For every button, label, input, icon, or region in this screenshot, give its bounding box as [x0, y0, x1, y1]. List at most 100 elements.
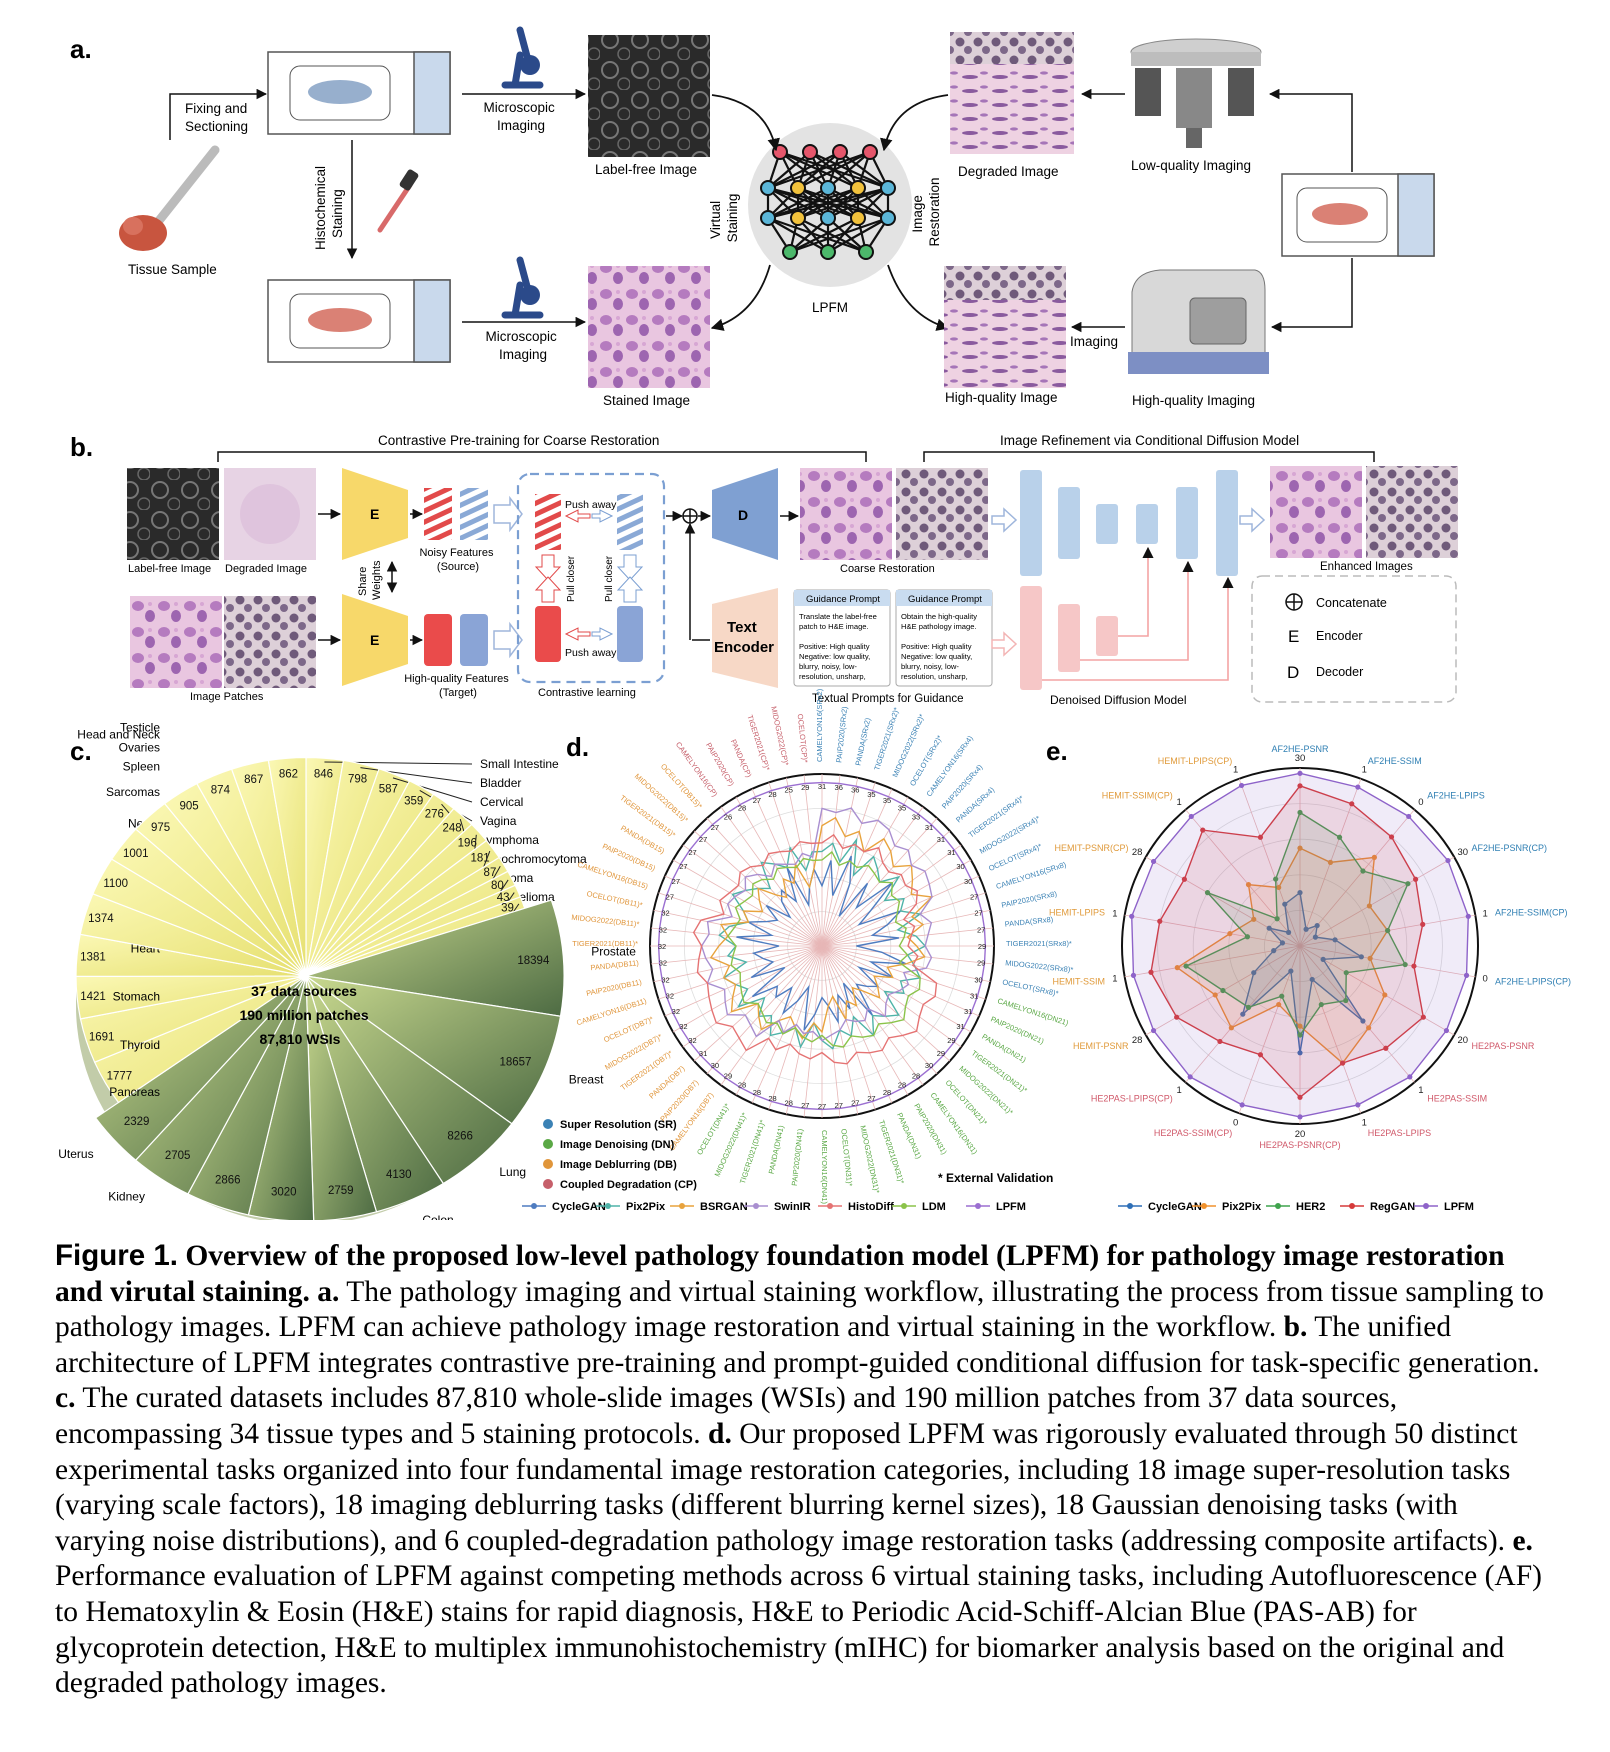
pie-slice [94, 975, 307, 1161]
radar-series-cyclegan [736, 855, 907, 1031]
pie-value-label: 43 [497, 892, 510, 904]
legend-e-letter: E [1288, 627, 1299, 646]
radar-axis-label: PAIP2020(DN41) [790, 1128, 805, 1187]
label-free-image [588, 35, 710, 157]
caption-a-label: a. [317, 1275, 340, 1308]
pie-value-label: 359 [404, 795, 423, 807]
radar-axis-label: HEMIT-LPIPS(CP) [1158, 756, 1233, 766]
radar-point [1212, 992, 1218, 998]
degraded-label: Degraded Image [958, 164, 1059, 179]
radar-point [1332, 937, 1338, 943]
contrastive-box [516, 472, 666, 684]
radar-point [1273, 876, 1279, 882]
high-quality-image-top [944, 266, 1066, 300]
radar-point [1303, 926, 1309, 932]
network-node [850, 180, 866, 196]
radar-axis-label: MIDOG2022(DN31)* [858, 1125, 881, 1195]
radar-axis-label: HEMIT-SSIM [1052, 976, 1105, 986]
virtual-staining-label: Virtual Staining [708, 194, 740, 243]
decoder-letter: D [738, 507, 748, 523]
radar-tick-label: 31 [818, 782, 826, 791]
degraded-image-top [950, 32, 1074, 64]
pie-slice [305, 975, 562, 1125]
radar-point [1282, 901, 1288, 907]
pie-value-label: 2329 [124, 1116, 150, 1128]
noisy-feature-blue [460, 488, 488, 540]
radar-tick-label: 26 [724, 813, 732, 822]
pie-value-label: 587 [379, 783, 398, 795]
radar-tick-label: 28 [768, 1094, 776, 1103]
pie-value-label: 248 [442, 822, 461, 834]
b-label-free-label: Label-free Image [128, 563, 211, 575]
pie-category-label: Lung [499, 1165, 526, 1179]
radar-point [1251, 970, 1257, 976]
pull-closer-2: Pull closer [604, 555, 615, 602]
radar-point [1174, 1014, 1180, 1020]
radar-point [1420, 1014, 1426, 1020]
pie-category-label: Pheochromocytoma [480, 852, 587, 866]
radar-axis-label: AF2HE-PSNR [1271, 744, 1329, 754]
radar-series-lpfm [657, 781, 987, 1111]
radar-tick-label: 1 [1418, 1085, 1423, 1096]
caption-d-label: d. [708, 1417, 732, 1450]
radar-point [1239, 1102, 1245, 1108]
radar-tick-label: 29 [947, 1036, 955, 1045]
radar-axis-label: HE2PAS-LPIPS(CP) [1091, 1094, 1173, 1104]
network-node [790, 210, 806, 226]
cl-red-striped [535, 494, 561, 550]
textual-prompts-label: Textual Prompts for Guidance [812, 693, 964, 705]
caption-c-text: The curated datasets includes 87,810 who… [55, 1382, 1398, 1450]
radar-point [1238, 782, 1245, 789]
radar-axis-label: TIGER2021(SRx8)* [1006, 939, 1072, 948]
tissue-sample-icon [119, 145, 220, 251]
slide-right [1281, 173, 1435, 257]
pie-value-label: 1381 [80, 952, 106, 964]
series-legend-label: CycleGAN [552, 1201, 606, 1213]
radar-axis-label: HEMIT-PSNR [1073, 1041, 1129, 1051]
radar-point [1420, 921, 1426, 927]
radar-tick-label: 28 [883, 1088, 891, 1097]
radar-tick-label: 31 [699, 1049, 707, 1058]
enhanced-dots [1366, 466, 1458, 558]
pie-category-label: Breast [569, 1072, 604, 1086]
caption-a-text: The pathology imaging and virtual staini… [55, 1275, 1544, 1344]
pie-value-label: 867 [244, 774, 263, 786]
category-legend-dot [543, 1139, 553, 1149]
pie-category-label: Colon [422, 1213, 453, 1220]
network-node [782, 244, 798, 260]
prompt-box-1: Guidance Prompt Translate the label-free… [793, 589, 891, 687]
network-node [832, 144, 848, 160]
radar-point [1407, 1074, 1413, 1080]
radar-point [1320, 956, 1326, 962]
radar-point [1360, 1018, 1366, 1024]
radar-point [1297, 890, 1303, 896]
series-legend-label: Pix2Pix [626, 1201, 666, 1213]
radar-tick-label: 1 [1177, 1085, 1182, 1096]
pull-closer-1: Pull closer [566, 555, 577, 602]
network-node [850, 210, 866, 226]
series-legend-marker [975, 1203, 981, 1209]
radar-tick-label: 35 [867, 790, 875, 799]
pie-value-label: 1001 [123, 848, 149, 860]
radar-axis-label: HE2PAS-PSNR [1471, 1041, 1534, 1051]
coarse-restoration-label: Coarse Restoration [840, 563, 935, 575]
radar-point [1382, 992, 1388, 998]
radar-axis-label: CAMELYON16(SRx2) [815, 688, 824, 762]
radar-point [1343, 970, 1349, 976]
radar-axis-label: AF2HE-LPIPS [1427, 790, 1485, 800]
cl-blue-solid [617, 606, 643, 662]
encoder-top-letter: E [370, 506, 379, 522]
pie-value-label: 196 [458, 837, 477, 849]
caption-b-label: b. [1283, 1311, 1308, 1344]
radar-tick-label: 28 [738, 1081, 746, 1090]
scanner-icon [1128, 269, 1269, 374]
radar-axis-label: PANDA(DB11) [590, 958, 640, 972]
push-arrow-1 [564, 509, 591, 523]
radar-series-swinir [700, 807, 933, 1042]
radar-tick-label: 1 [1112, 974, 1117, 985]
pie-value-label: 2866 [215, 1174, 241, 1186]
radar-tick-label: 27 [867, 1094, 875, 1103]
